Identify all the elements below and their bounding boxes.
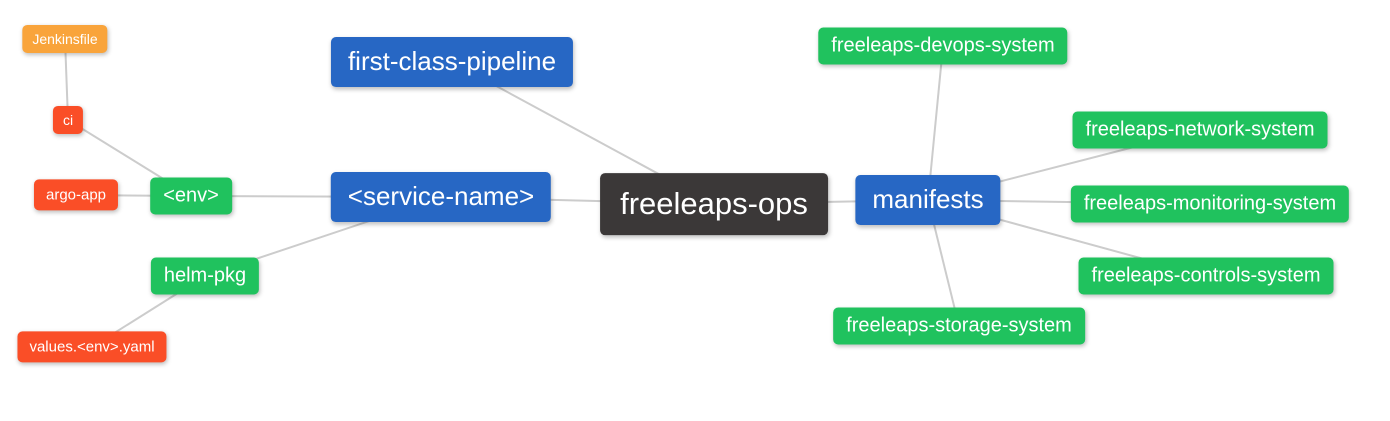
- node-freeleaps-network-system[interactable]: freeleaps-network-system: [1072, 111, 1328, 149]
- node-freeleaps-monitoring-system[interactable]: freeleaps-monitoring-system: [1070, 185, 1350, 223]
- node-freeleaps-controls-system[interactable]: freeleaps-controls-system: [1078, 257, 1334, 295]
- node-env[interactable]: <env>: [150, 177, 232, 215]
- node-values-env-yaml[interactable]: values.<env>.yaml: [17, 331, 167, 363]
- node-jenkinsfile[interactable]: Jenkinsfile: [22, 24, 108, 54]
- node-ci[interactable]: ci: [52, 105, 84, 135]
- edge-manifests-to-freeleaps-devops-system: [927, 45, 944, 201]
- node-service-name[interactable]: <service-name>: [330, 172, 552, 222]
- node-helm-pkg[interactable]: helm-pkg: [150, 257, 260, 295]
- node-freeleaps-devops-system[interactable]: freeleaps-devops-system: [818, 27, 1068, 65]
- node-argo-app[interactable]: argo-app: [33, 179, 119, 211]
- node-first-class-pipeline[interactable]: first-class-pipeline: [330, 37, 574, 87]
- node-freeleaps-ops[interactable]: freeleaps-ops: [600, 173, 828, 235]
- node-manifests[interactable]: manifests: [855, 175, 1001, 225]
- node-freeleaps-storage-system[interactable]: freeleaps-storage-system: [833, 307, 1085, 345]
